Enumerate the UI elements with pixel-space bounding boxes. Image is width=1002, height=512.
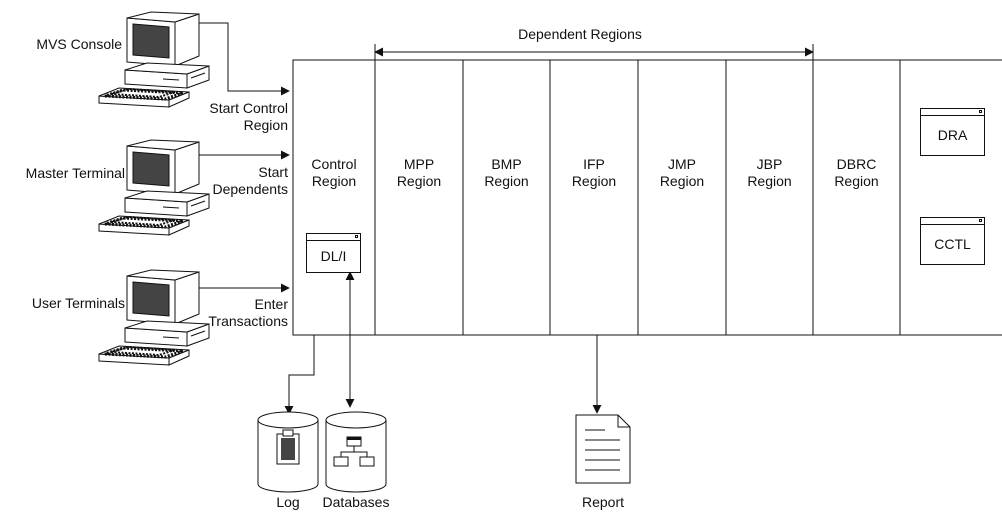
window-bar — [307, 234, 360, 241]
dependent-regions-label: Dependent Regions — [518, 26, 642, 42]
start-control-region-label: Start Control Region — [209, 100, 288, 133]
log-label: Log — [276, 494, 300, 510]
master-terminal-label: Master Terminal — [25, 165, 125, 181]
start-control-region-arrow — [199, 22, 290, 96]
window-bar — [921, 218, 984, 225]
log-arrow — [284, 335, 315, 415]
dbrc-region-label: DBRC Region — [834, 156, 879, 189]
control-region-label: Control Region — [311, 156, 357, 189]
jmp-region-label: JMP Region — [659, 156, 705, 189]
jbp-region-label: JBP Region — [747, 156, 792, 189]
enter-transactions-label: Enter Transactions — [208, 296, 288, 329]
log-cylinder-icon — [257, 411, 319, 493]
start-dependents-label: Start Dependents — [212, 164, 288, 197]
window-bar — [921, 109, 984, 116]
bmp-region-label: BMP Region — [484, 156, 529, 189]
dra-box: DRA — [920, 108, 985, 156]
user-terminals-label: User Terminals — [31, 295, 125, 311]
mpp-region-label: MPP Region — [396, 156, 442, 189]
ifp-region-label: IFP Region — [571, 156, 617, 189]
report-document-icon — [575, 414, 631, 484]
cctl-box: CCTL — [920, 217, 985, 265]
region-block — [292, 59, 1002, 336]
dli-box: DL/I — [306, 233, 361, 273]
dli-label: DL/I — [320, 248, 347, 264]
databases-label: Databases — [322, 494, 390, 510]
dra-label: DRA — [937, 127, 968, 143]
report-label: Report — [581, 494, 625, 510]
mvs-console-label: MVS Console — [36, 36, 122, 52]
mvs-console-computer-icon — [97, 10, 211, 109]
clipboard-icon — [276, 429, 300, 465]
databases-cylinder-icon — [325, 411, 387, 493]
hierarchy-icon — [333, 436, 375, 467]
cctl-label: CCTL — [934, 236, 971, 252]
